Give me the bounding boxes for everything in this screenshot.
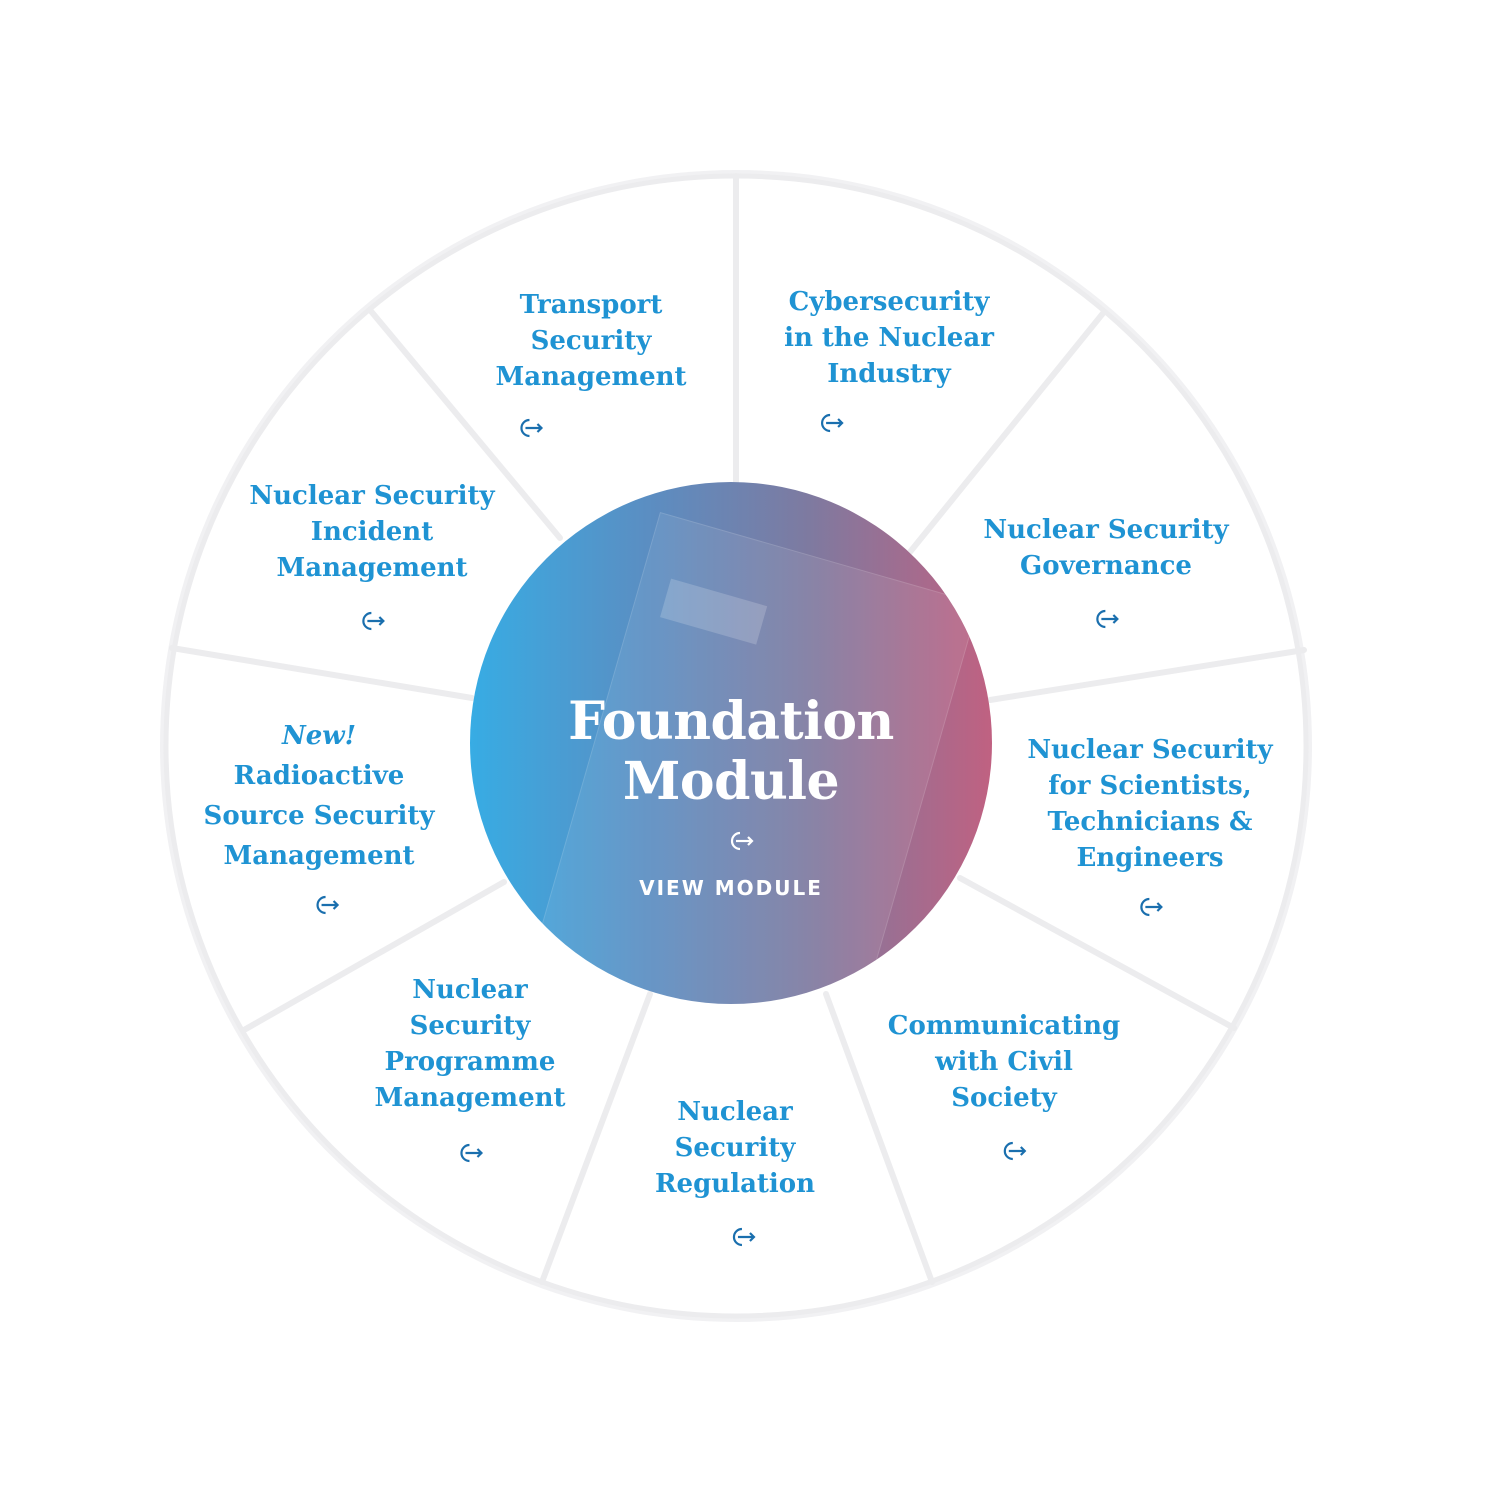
module-label-line: Nuclear: [677, 1097, 793, 1127]
divider-line: [823, 991, 935, 1285]
module-label-line: Cybersecurity: [788, 287, 990, 317]
module-communicating-civil-society[interactable]: Communicating with Civil Society: [888, 1008, 1120, 1162]
module-label-line: Management: [223, 841, 415, 871]
module-label-line: Incident: [310, 517, 434, 547]
module-label-line: Nuclear Security: [1027, 735, 1273, 765]
wheel-dividers: [169, 173, 1307, 1285]
module-incident-management[interactable]: Nuclear Security Incident Management: [249, 478, 495, 632]
module-cybersecurity[interactable]: Cybersecurity in the Nuclear Industry: [784, 284, 994, 434]
view-module-link[interactable]: VIEW MODULE: [639, 876, 823, 900]
module-label-line: Nuclear Security: [983, 515, 1229, 545]
module-label-line: Radioactive: [233, 761, 405, 791]
module-label-line: Programme: [384, 1047, 556, 1077]
new-badge: New!: [281, 721, 357, 751]
module-transport-security[interactable]: Transport Security Management: [495, 287, 687, 439]
arrow-out-icon[interactable]: [726, 830, 756, 852]
module-label-line: in the Nuclear: [784, 323, 994, 353]
module-label-line: with Civil: [935, 1047, 1073, 1077]
arrow-out-icon[interactable]: [455, 1142, 485, 1164]
module-regulation[interactable]: Nuclear Security Regulation: [655, 1094, 815, 1248]
arrow-out-icon[interactable]: [357, 610, 387, 632]
module-label-line: Source Security: [203, 801, 435, 831]
module-label-line: Nuclear: [412, 975, 528, 1005]
module-label-line: Communicating: [887, 1011, 1121, 1041]
module-label-line: Governance: [1020, 551, 1192, 581]
arrow-out-icon[interactable]: [312, 894, 342, 916]
center-title: Foundation Module: [470, 692, 992, 812]
module-governance[interactable]: Nuclear Security Governance: [983, 512, 1229, 630]
module-label-line: for Scientists,: [1048, 771, 1252, 801]
arrow-out-icon[interactable]: [728, 1226, 758, 1248]
module-radioactive-source-security[interactable]: New! Radioactive Source Security Managem…: [203, 716, 435, 916]
module-label-line: Management: [276, 553, 468, 583]
textbook-label: [660, 578, 768, 645]
module-label-line: Nuclear Security: [249, 481, 495, 511]
arrow-out-icon[interactable]: [515, 417, 545, 439]
module-label-line: Security: [530, 326, 652, 356]
foundation-module-button[interactable]: Foundation Module VIEW MODULE: [470, 482, 992, 1004]
divider-line: [987, 647, 1307, 703]
divider-line: [907, 309, 1107, 555]
module-label-line: Management: [495, 362, 687, 392]
divider-line: [169, 645, 475, 701]
module-label-line: Technicians &: [1047, 807, 1253, 837]
module-programme-management[interactable]: Nuclear Security Programme Management: [374, 972, 566, 1164]
module-label-line: Regulation: [654, 1169, 816, 1199]
divider-line: [957, 875, 1237, 1031]
module-label-line: Transport: [519, 290, 663, 320]
module-label-line: Society: [951, 1083, 1057, 1113]
divider-line: [539, 991, 653, 1285]
divider-line: [367, 307, 563, 541]
arrow-out-icon[interactable]: [816, 412, 846, 434]
module-label-line: Industry: [827, 359, 951, 389]
module-label-line: Engineers: [1076, 843, 1224, 873]
module-label-line: Security: [409, 1011, 531, 1041]
arrow-out-icon[interactable]: [1135, 896, 1165, 918]
center-title-line: Module: [622, 751, 840, 812]
center-title-line: Foundation: [568, 691, 894, 752]
arrow-out-icon[interactable]: [999, 1140, 1029, 1162]
divider-line: [241, 879, 507, 1033]
module-label-line: Management: [374, 1083, 566, 1113]
arrow-out-icon[interactable]: [1091, 608, 1121, 630]
module-label-line: Security: [674, 1133, 796, 1163]
module-scientists-technicians-engineers[interactable]: Nuclear Security for Scientists, Technic…: [1027, 732, 1273, 918]
